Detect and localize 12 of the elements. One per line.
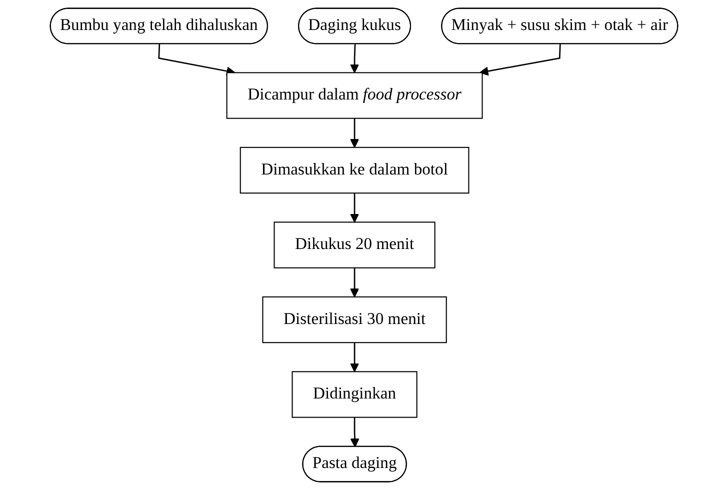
arrow: [350, 193, 360, 223]
arrow: [350, 268, 360, 298]
node-box: Dicampur dalam food processor: [226, 72, 483, 119]
arrow: [350, 417, 360, 448]
arrow: [350, 44, 360, 74]
node-box: Dikukus 20 menit: [274, 222, 436, 268]
node-box: Didinginkan: [292, 371, 418, 418]
arrow: [350, 342, 360, 372]
arrow: [350, 118, 360, 148]
node-box: Dimasukkan ke dalam botol: [240, 146, 470, 194]
arrow: [479, 44, 561, 76]
node-box: Disterilisasi 30 menit: [262, 296, 447, 344]
